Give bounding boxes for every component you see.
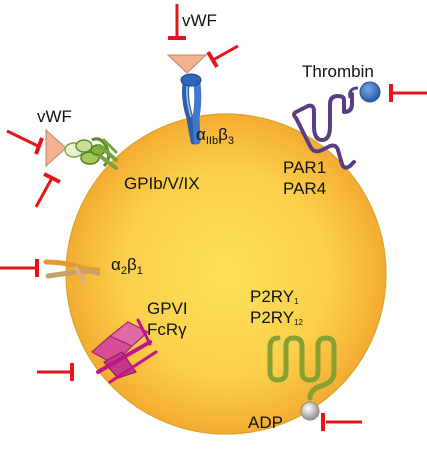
label-fcr-gamma: FcRγ bbox=[147, 320, 187, 339]
gpvi-receptor bbox=[90, 318, 158, 384]
label-par4: PAR4 bbox=[283, 179, 326, 198]
inhibitor-vwf-top-vertical bbox=[168, 4, 186, 40]
label-vwf-top: vWF bbox=[182, 11, 217, 30]
a2b1-receptor bbox=[43, 259, 101, 284]
thrombin-icon bbox=[348, 81, 381, 103]
label-gpvi: GPVI bbox=[147, 299, 188, 318]
vwf-left-icon bbox=[45, 128, 67, 168]
label-p2ry1: P2RY1 bbox=[250, 287, 299, 306]
p2y-receptor bbox=[267, 335, 337, 401]
platelet-cell bbox=[65, 113, 387, 435]
vwf-top-icon bbox=[166, 54, 208, 74]
inhibitor-adp bbox=[321, 413, 362, 431]
label-thrombin: Thrombin bbox=[302, 62, 374, 81]
label-par1: PAR1 bbox=[283, 158, 326, 177]
inhibitor-vwf-left-upper bbox=[6, 129, 44, 155]
inhibitor-gpvi bbox=[37, 363, 74, 381]
adp-icon bbox=[300, 401, 320, 421]
integrin-aiib-b3-receptor bbox=[180, 73, 202, 145]
inhibitor-vwf-left-lower bbox=[34, 172, 61, 208]
inhibitor-thrombin bbox=[389, 84, 427, 102]
label-alpha2-beta1: α2β1 bbox=[111, 255, 143, 277]
gpib-v-ix-receptor bbox=[64, 137, 118, 170]
label-alpha-iib-beta3: αIIbβ3 bbox=[196, 125, 234, 147]
inhibitor-vwf-top-diagonal bbox=[206, 44, 239, 69]
inhibitor-a2b1 bbox=[0, 259, 39, 277]
par-receptor bbox=[292, 92, 356, 170]
label-vwf-left: vWF bbox=[37, 107, 72, 126]
label-gpib-v-ix: GPIb/V/IX bbox=[124, 174, 200, 193]
label-adp: ADP bbox=[248, 413, 283, 432]
label-p2ry12: P2RY12 bbox=[250, 308, 304, 327]
